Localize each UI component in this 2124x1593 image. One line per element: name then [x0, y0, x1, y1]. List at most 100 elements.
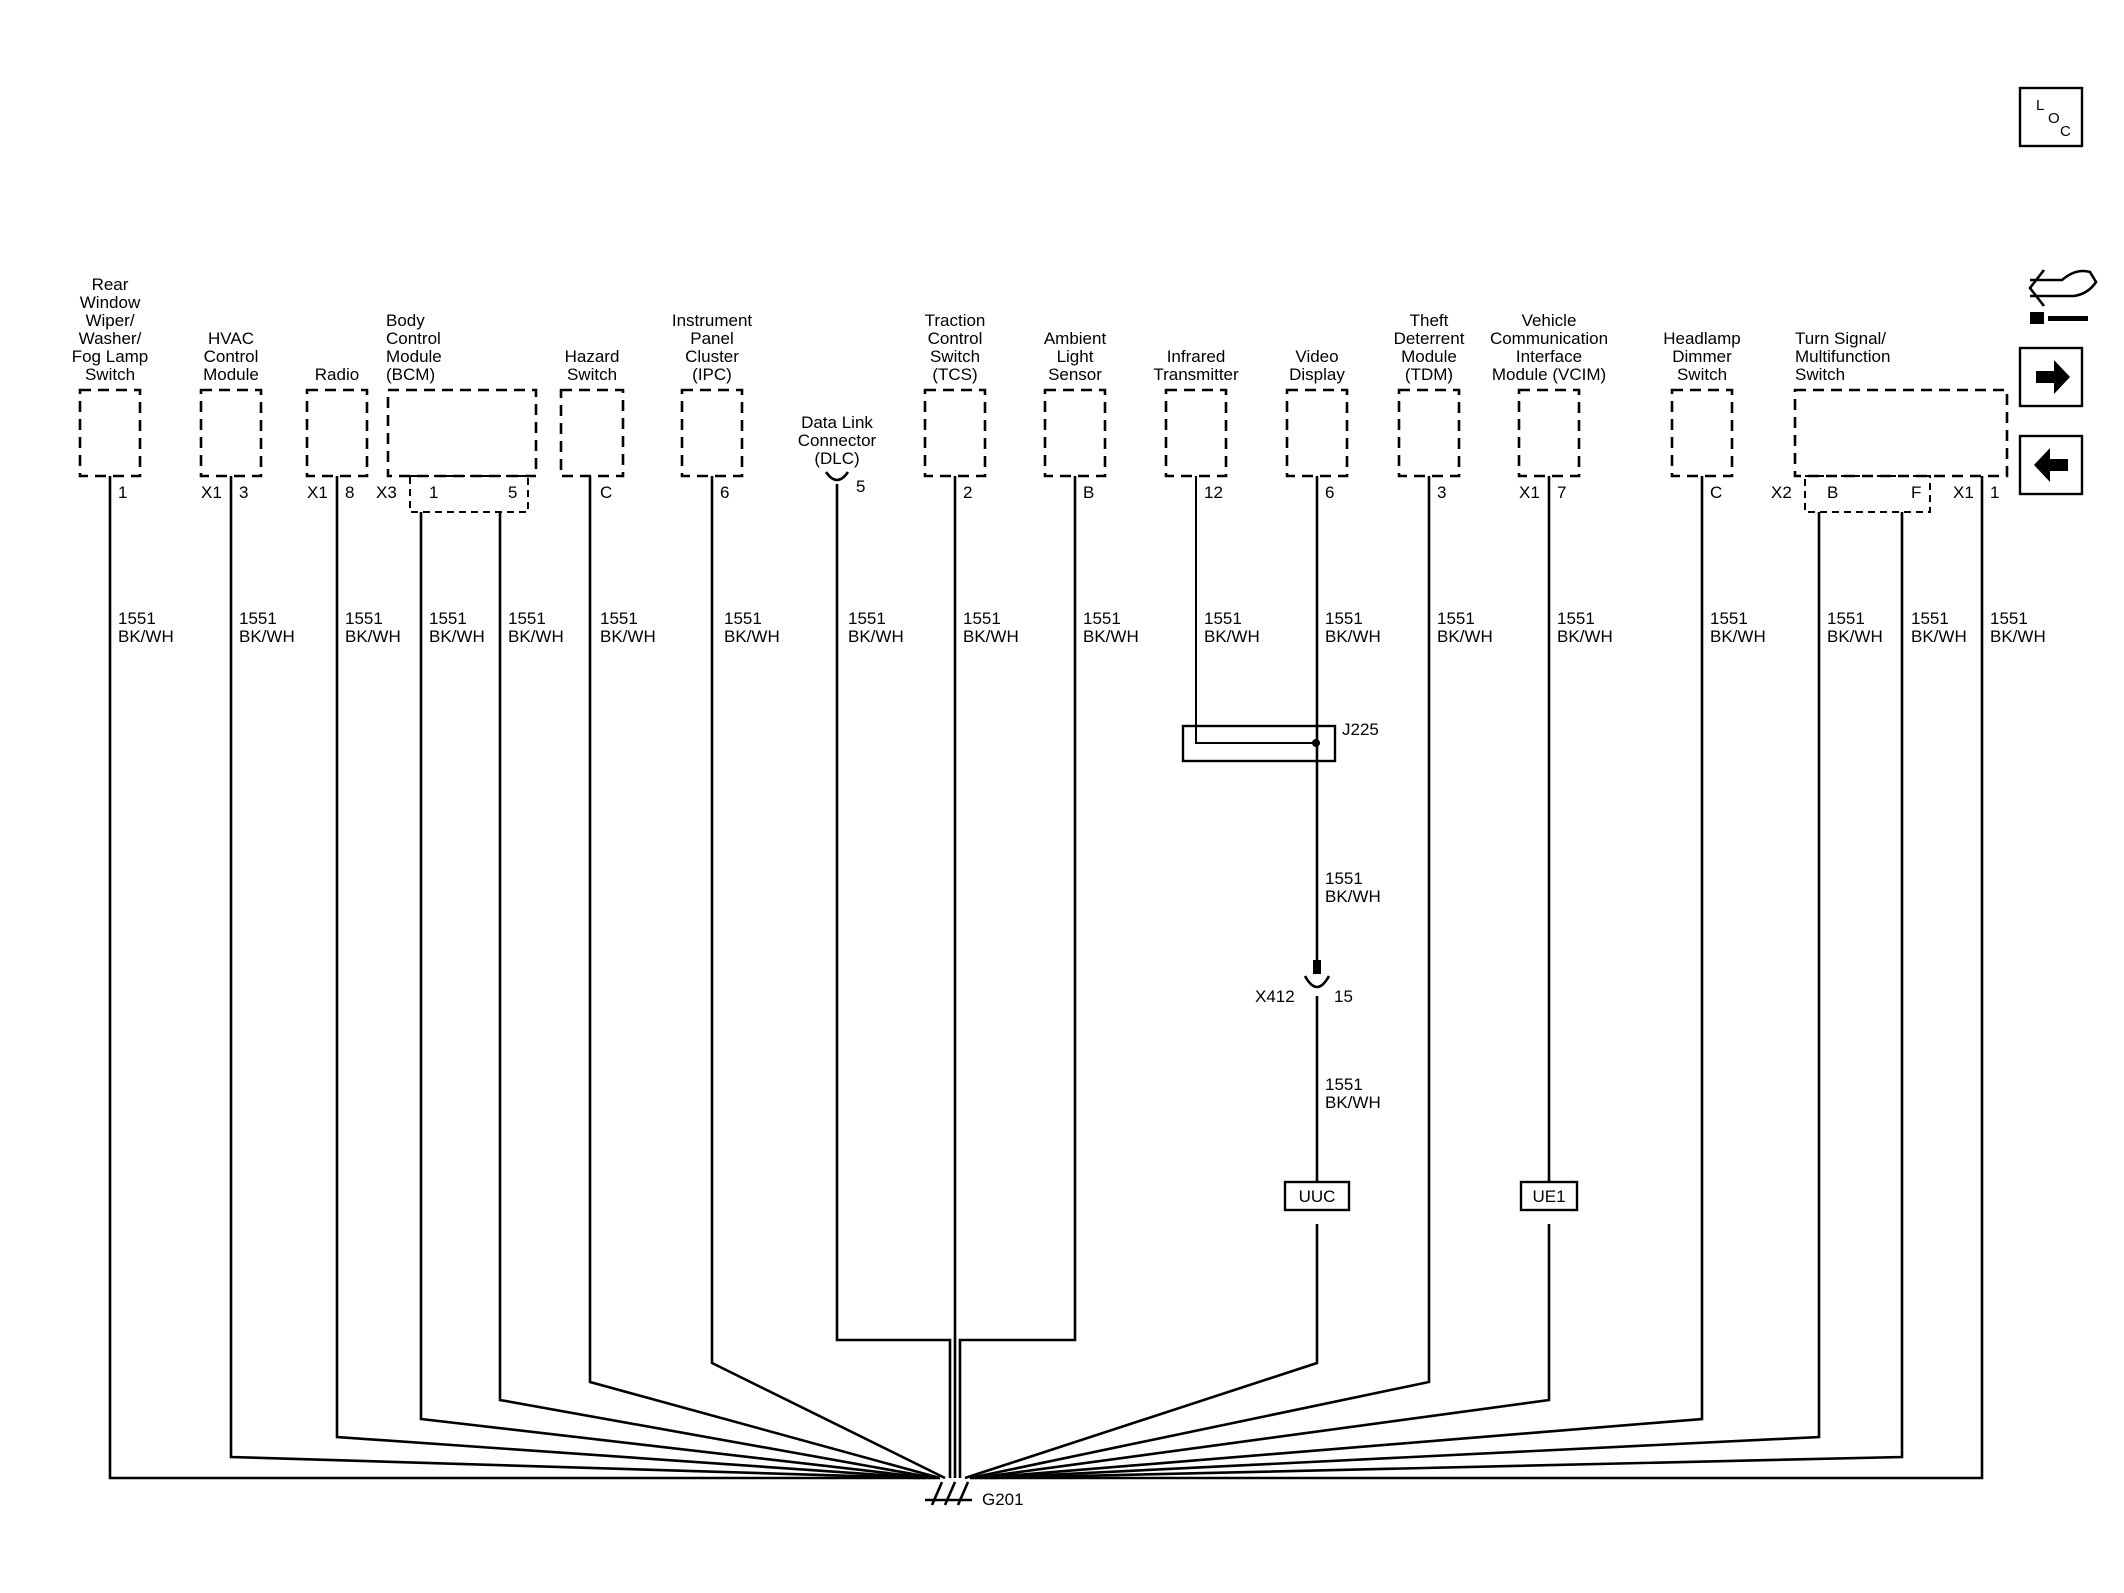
vcim-box	[1517, 388, 1581, 478]
vcim-label: Interface	[1516, 347, 1582, 366]
rear-wiper-pin-1: 1	[118, 483, 127, 502]
option-box-uuc	[1283, 1180, 1351, 1212]
bcm-pin-5: 5	[508, 483, 517, 502]
arrow-right-icon	[2036, 360, 2070, 394]
ambient-label: Sensor	[1048, 365, 1102, 384]
hvac-box	[199, 388, 263, 478]
splice-pack	[1181, 724, 1337, 763]
tcs-box	[923, 388, 987, 478]
wire-color-label: BK/WH	[345, 627, 401, 646]
ambient-box	[1043, 388, 1107, 478]
rear-wiper-label: Rear	[92, 275, 129, 294]
wrench-connector-icon[interactable]	[2028, 269, 2098, 324]
arrow-left-button[interactable]	[2018, 434, 2084, 496]
wire-circuit-label: 1551	[1437, 609, 1475, 628]
wire-circuit-label: 1551	[963, 609, 1001, 628]
wire-color-label: BK/WH	[600, 627, 656, 646]
rear-wiper-label: Washer/	[79, 329, 142, 348]
infrared-box	[1164, 388, 1228, 478]
turn-label: Multifunction	[1795, 347, 1890, 366]
wire-color-label: BK/WH	[1437, 627, 1493, 646]
ground-symbol	[925, 1481, 972, 1506]
headlamp-pin-C: C	[1710, 483, 1722, 502]
loc-letter-c: C	[2060, 123, 2071, 140]
ipc-label: Instrument	[672, 311, 753, 330]
turn-connector-X1: X1	[1953, 483, 1974, 502]
tcs-label: Switch	[930, 347, 980, 366]
wire-circuit-label: 1551	[118, 609, 156, 628]
hazard-box	[559, 388, 625, 478]
arrow-right-button[interactable]	[2018, 346, 2084, 408]
headlamp-label: Dimmer	[1672, 347, 1732, 366]
bcm-inner-box	[409, 475, 529, 513]
turn-pin-1: 1	[1990, 483, 1999, 502]
loc-letter-o: O	[2048, 110, 2060, 127]
wire-color-label: BK/WH	[1325, 1093, 1381, 1112]
wire-color-label: BK/WH	[429, 627, 485, 646]
tcs-label: Control	[928, 329, 983, 348]
option-box-ue1	[1519, 1180, 1579, 1212]
headlamp-label: Switch	[1677, 365, 1727, 384]
loc-letter-l: L	[2036, 97, 2044, 114]
tdm-pin-3: 3	[1437, 483, 1446, 502]
turn-pin-B: B	[1827, 483, 1838, 502]
wire-labels: 1551BK/WH1551BK/WH1551BK/WH1551BK/WH1551…	[118, 609, 2046, 1112]
rear-wiper-label: Switch	[85, 365, 135, 384]
wire-color-label: BK/WH	[1557, 627, 1613, 646]
wire-circuit-label: 1551	[1325, 1075, 1363, 1094]
hvac-pin-3: 3	[239, 483, 248, 502]
dlc-pin-5: 5	[856, 477, 865, 496]
bcm-box	[386, 388, 538, 478]
splice-dot	[1312, 739, 1320, 747]
hazard-label: Hazard	[565, 347, 620, 366]
rear-wiper-label: Window	[80, 293, 141, 312]
inline-connector-pin: 15	[1334, 987, 1353, 1006]
video-label: Display	[1289, 365, 1345, 384]
wire-color-label: BK/WH	[1990, 627, 2046, 646]
radio-box	[305, 388, 369, 478]
headlamp-label: Headlamp	[1663, 329, 1741, 348]
wire-circuit-label: 1551	[1204, 609, 1242, 628]
option-label-uuc: UUC	[1299, 1187, 1336, 1206]
splice-label: J225	[1342, 720, 1379, 739]
bcm-connector-X3: X3	[376, 483, 397, 502]
component-locator-button[interactable]: L O C	[2018, 86, 2084, 148]
tdm-label: Module	[1401, 347, 1457, 366]
wire-color-label: BK/WH	[963, 627, 1019, 646]
wire-circuit-label: 1551	[345, 609, 383, 628]
wire-color-label: BK/WH	[1827, 627, 1883, 646]
bcm-label: Module	[386, 347, 442, 366]
radio-label: Radio	[315, 365, 359, 384]
ambient-label: Ambient	[1044, 329, 1107, 348]
vcim-label: Vehicle	[1522, 311, 1577, 330]
dlc-label: Connector	[798, 431, 877, 450]
tdm-label: (TDM)	[1405, 365, 1453, 384]
tcs-label: Traction	[925, 311, 986, 330]
inline-connector-male	[1313, 960, 1321, 974]
tdm-label: Theft	[1410, 311, 1449, 330]
tdm-label: Deterrent	[1394, 329, 1465, 348]
dlc-label: (DLC)	[814, 449, 859, 468]
vcim-label: Communication	[1490, 329, 1608, 348]
wire-circuit-label: 1551	[1911, 609, 1949, 628]
inline-connector-female	[1303, 975, 1331, 989]
headlamp-box	[1670, 388, 1734, 478]
video-box	[1285, 388, 1349, 478]
tcs-label: (TCS)	[932, 365, 977, 384]
turn-label: Turn Signal/	[1795, 329, 1886, 348]
wire-color-label: BK/WH	[1325, 887, 1381, 906]
dlc-connector-symbol	[824, 471, 850, 482]
tdm-box	[1397, 388, 1461, 478]
bcm-label: Control	[386, 329, 441, 348]
wire-color-label: BK/WH	[1204, 627, 1260, 646]
turn-pin-F: F	[1911, 483, 1921, 502]
ground-label: G201	[982, 1490, 1024, 1509]
ipc-label: Cluster	[685, 347, 739, 366]
wire-circuit-label: 1551	[429, 609, 467, 628]
vcim-connector-X1: X1	[1519, 483, 1540, 502]
ambient-pin-B: B	[1083, 483, 1094, 502]
ipc-label: (IPC)	[692, 365, 732, 384]
hvac-label: HVAC	[208, 329, 254, 348]
video-label: Video	[1295, 347, 1338, 366]
